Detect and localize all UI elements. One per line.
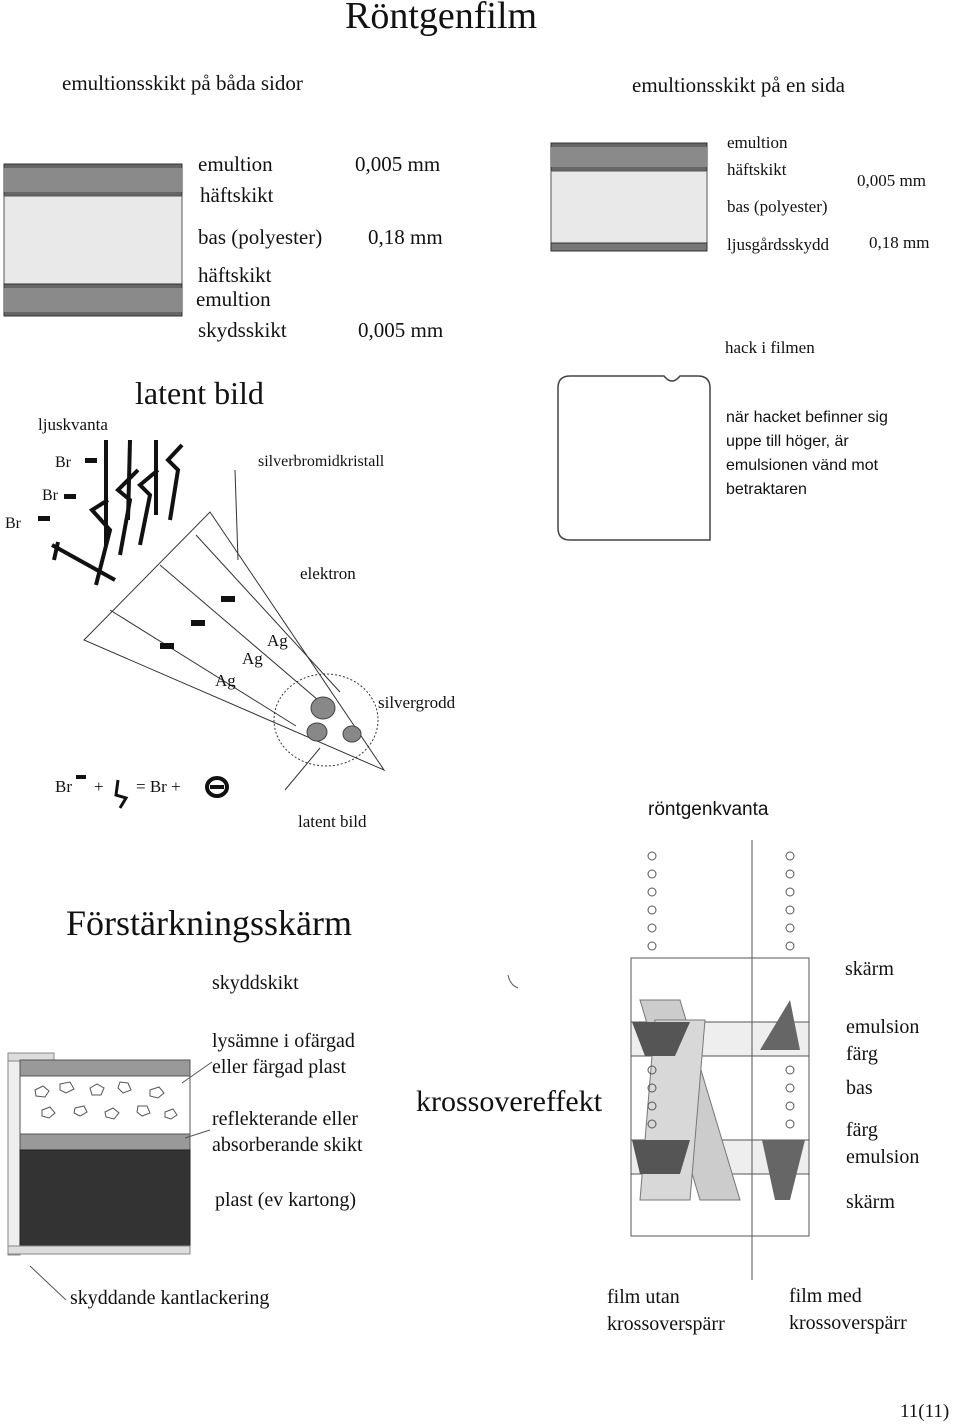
left-thickness-1: 0,005 mm xyxy=(355,152,441,176)
crossover-diagram xyxy=(630,840,810,1280)
right-layer-1: emultion xyxy=(727,133,788,152)
xray-quanta xyxy=(647,851,795,1129)
left-thickness-2: 0,18 mm xyxy=(368,225,443,249)
double-sided-film xyxy=(3,163,183,317)
notch-text-1: när hacket befinner sig xyxy=(726,409,888,426)
br-label-2: Br xyxy=(42,487,58,504)
notch-label: hack i filmen xyxy=(725,338,815,357)
screen-label-6: plast (ev kartong) xyxy=(215,1189,357,1211)
eq-br: Br xyxy=(55,777,72,796)
page-number: 11(11) xyxy=(900,1401,950,1422)
left-layer-3: bas (polyester) xyxy=(198,225,323,249)
silverbromid-label: silverbromidkristall xyxy=(258,453,385,470)
right-heading: emultionsskikt på en sida xyxy=(632,73,845,97)
ag-label-1: Ag xyxy=(267,631,288,650)
notch-text-3: emulsionen vänd mot xyxy=(726,457,879,474)
lightning-icon xyxy=(114,779,129,809)
elektron-label: elektron xyxy=(300,564,356,583)
with-label-2: krossoverspärr xyxy=(789,1312,907,1334)
screen-title: Förstärkningsskärm xyxy=(66,903,352,943)
left-layer-6: skydsskikt xyxy=(198,318,287,342)
crossover-label-1: skärm xyxy=(845,958,894,980)
electron-marks xyxy=(38,458,235,779)
rontgenkvanta-label: röntgenkvanta xyxy=(648,799,769,820)
ag-label-3: Ag xyxy=(215,671,236,690)
phosphor-grains xyxy=(34,1081,178,1120)
with-label-1: film med xyxy=(789,1285,862,1307)
notch-text-2: uppe till höger, är xyxy=(726,433,849,450)
without-label-2: krossoverspärr xyxy=(607,1313,725,1335)
left-heading: emultionsskikt på båda sidor xyxy=(62,71,303,95)
left-layer-2: häftskikt xyxy=(200,183,274,207)
edge-label: skyddande kantlackering xyxy=(70,1287,270,1309)
left-thickness-3: 0,005 mm xyxy=(358,318,444,342)
ljuskvanta-label: ljuskvanta xyxy=(38,415,108,434)
crossover-title: krossovereffekt xyxy=(416,1085,603,1118)
right-thickness-2: 0,18 mm xyxy=(869,233,930,252)
right-layer-4: ljusgårdsskydd xyxy=(727,235,829,254)
latent-bild-label: latent bild xyxy=(298,812,367,831)
screen-label-2: lysämne i ofärgad xyxy=(212,1030,355,1052)
screen-label-1: skyddskikt xyxy=(212,972,299,994)
br-label-1: Br xyxy=(55,454,71,471)
crossover-label-3: färg xyxy=(846,1043,878,1065)
crystal-triangle xyxy=(83,469,386,791)
left-layer-5: emultion xyxy=(196,287,271,311)
without-label-1: film utan xyxy=(607,1286,680,1308)
br-label-3: Br xyxy=(5,515,21,532)
film-notch-outline xyxy=(557,375,711,541)
left-layer-1: emultion xyxy=(198,152,273,176)
screen-pointers xyxy=(29,1061,213,1301)
light-quanta-arrows xyxy=(51,439,184,586)
screen-label-3: eller färgad plast xyxy=(212,1056,347,1078)
notch-text-4: betraktaren xyxy=(726,481,807,498)
eq-equals: = Br + xyxy=(136,777,181,796)
silvergrodd-label: silvergrodd xyxy=(378,693,456,712)
silver-grains xyxy=(306,696,362,743)
crossover-label-5: färg xyxy=(846,1119,878,1141)
crossover-label-7: skärm xyxy=(846,1191,895,1213)
left-layer-4: häftskikt xyxy=(198,263,272,287)
ag-label-2: Ag xyxy=(242,649,263,668)
crossover-label-4: bas xyxy=(846,1077,873,1099)
crossover-label-6: emulsion xyxy=(846,1146,920,1168)
right-layer-3: bas (polyester) xyxy=(727,197,828,216)
screen-label-4: reflekterande eller xyxy=(212,1108,359,1130)
page-title: Röntgenfilm xyxy=(345,0,538,37)
minus-circle-icon xyxy=(205,776,229,798)
screen-label-5: absorberande skikt xyxy=(212,1134,363,1156)
single-sided-film xyxy=(550,142,708,252)
right-thickness-1: 0,005 mm xyxy=(857,171,926,190)
eq-plus: + xyxy=(94,777,104,796)
latent-title: latent bild xyxy=(135,375,264,411)
right-layer-2: häftskikt xyxy=(727,160,787,179)
intensifying-screen xyxy=(7,1052,191,1256)
crossover-label-2: emulsion xyxy=(846,1016,920,1038)
